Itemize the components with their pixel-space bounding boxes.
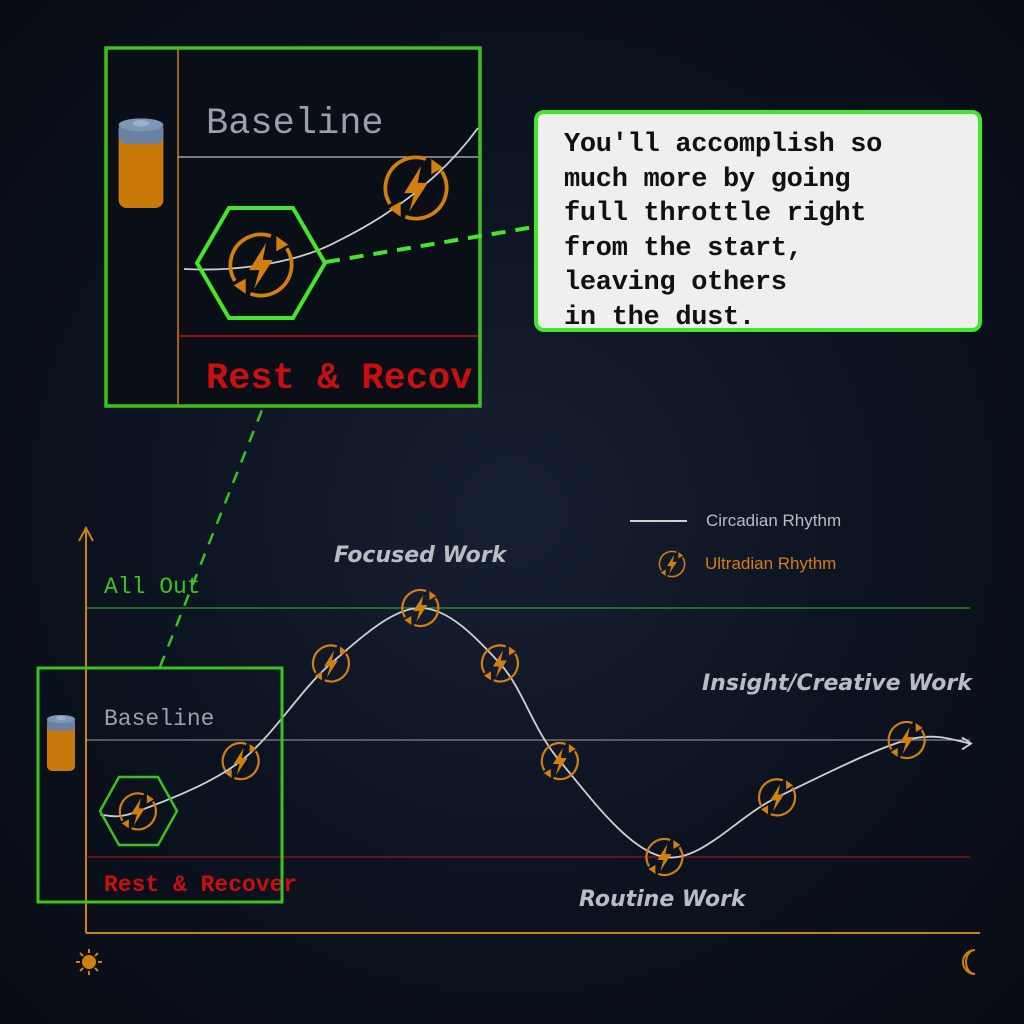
ultradian-icon [751, 771, 803, 824]
annotation-routine-work: Routine Work [579, 887, 746, 912]
legend-ultradian-icon [654, 546, 690, 582]
ultradian-icon [534, 735, 586, 787]
level-label-rest: Rest & Recover [104, 872, 297, 898]
callout-box: You'll accomplish so much more by going … [534, 110, 982, 333]
annotation-insight-creative-work: Insight/Creative Work [702, 671, 972, 696]
circadian-arrowhead [961, 736, 973, 751]
y-axis-arrow [78, 525, 94, 542]
legend-circadian-label: Circadian Rhythm [706, 511, 842, 530]
zoom-connector [158, 409, 264, 668]
inset-baseline-label: Baseline [206, 103, 384, 145]
circadian-curve [100, 607, 972, 859]
inset-battery-icon [118, 118, 164, 208]
ultradian-icon [394, 582, 447, 634]
annotation-focused-work: Focused Work [334, 543, 507, 568]
zoom-inset: Baseline Rest & Recov [104, 46, 482, 408]
ultradian-icon [112, 785, 164, 838]
inset-highlight-hexagon [194, 206, 328, 320]
ultradian-icon [881, 714, 933, 766]
ultradian-icon [214, 735, 267, 787]
battery-icon [47, 715, 75, 771]
zoom-focus-box [36, 666, 284, 904]
level-label-all-out: All Out [104, 574, 201, 600]
moon-icon [962, 949, 976, 975]
ultradian-icon [638, 831, 691, 883]
level-label-baseline: Baseline [104, 706, 214, 732]
sun-icon [76, 949, 102, 975]
callout-connector [325, 225, 535, 264]
inset-rest-label: Rest & Recov [206, 358, 472, 400]
inset-curve [183, 127, 479, 271]
legend-ultradian-label: Ultradian Rhythm [705, 554, 837, 573]
highlight-hexagon [98, 775, 179, 847]
